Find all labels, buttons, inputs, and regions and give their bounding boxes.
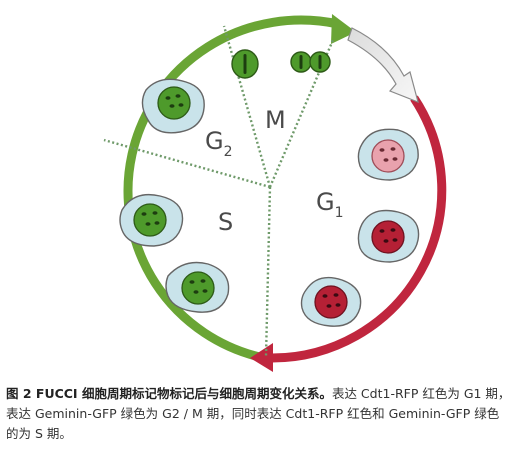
m-dividing-nucleus <box>290 51 331 73</box>
nucleus-g1-middle <box>371 220 405 254</box>
m-single-nucleus <box>231 49 259 79</box>
cell-cycle-diagram: G2 M G1 S <box>103 14 447 372</box>
label-m: M <box>265 106 286 134</box>
nucleus-s-bottom <box>181 271 215 305</box>
nucleus-s-left <box>133 203 167 237</box>
cell-s-bottom <box>165 261 230 313</box>
cell-g1-bottom <box>300 276 362 327</box>
caption-g1-text: 表达 Cdt1-RFP 红色为 G1 期， <box>331 386 511 401</box>
red-arc <box>267 95 447 363</box>
nucleus-g2 <box>157 86 191 120</box>
label-g1: G1 <box>316 188 344 221</box>
cell-g1-top <box>357 128 419 181</box>
green-arc <box>123 15 339 363</box>
cell-g1-middle <box>357 209 420 263</box>
label-g2: G2 <box>205 127 233 160</box>
label-s: S <box>218 208 233 236</box>
cell-s-left <box>119 193 184 247</box>
caption-line-2: 表达 Geminin-GFP 绿色为 G2 / M 期，同时表达 Cdt1-RF… <box>6 406 500 421</box>
cell-g2 <box>141 78 205 134</box>
transition-arrow <box>347 27 419 103</box>
green-arrowhead <box>331 14 356 44</box>
caption-line-1: 图 2 FUCCI 细胞周期标记物标记后与细胞周期变化关系。表达 Cdt1-RF… <box>6 384 516 404</box>
red-arrowhead <box>250 343 273 372</box>
nucleus-g1-bottom <box>314 285 348 319</box>
nucleus-g1-top <box>371 139 405 173</box>
phase-dividers <box>103 25 335 357</box>
caption-title: 图 2 FUCCI 细胞周期标记物标记后与细胞周期变化关系。 <box>6 386 332 401</box>
figure-caption: 图 2 FUCCI 细胞周期标记物标记后与细胞周期变化关系。表达 Cdt1-RF… <box>6 384 516 444</box>
caption-line-3: 的为 S 期。 <box>6 426 72 441</box>
